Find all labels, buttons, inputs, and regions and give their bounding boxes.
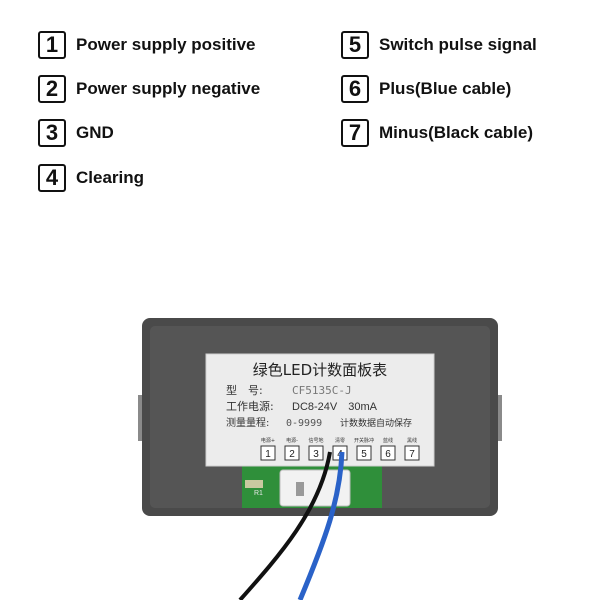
save-note: 计数数据自动保存 xyxy=(340,417,412,429)
power-key: 工作电源: xyxy=(226,399,274,413)
legend-label: Switch pulse signal xyxy=(379,35,537,54)
legend-item-7: 7 Minus(Black cable) xyxy=(341,117,533,149)
range-key: 测量量程: xyxy=(226,416,269,429)
terminal-number: 6 xyxy=(385,449,391,460)
terminal-box xyxy=(404,445,420,461)
number-badge: 1 xyxy=(38,31,66,59)
legend-label: Plus(Blue cable) xyxy=(379,79,512,98)
connector-latch xyxy=(296,482,304,496)
terminal-tag: 开关脉冲 xyxy=(354,437,374,444)
model-key: 型 号: xyxy=(226,383,263,397)
terminal-box xyxy=(356,445,372,461)
blue-cable xyxy=(297,451,345,600)
terminal-tag: 蓝线 xyxy=(383,437,393,444)
legend-item-2: 2 Power supply negative xyxy=(38,73,260,105)
terminal-box xyxy=(284,445,300,461)
legend-item-6: 6 Plus(Blue cable) xyxy=(341,73,511,105)
terminal-connector xyxy=(279,469,351,507)
model-value: CF5135C-J xyxy=(292,384,352,397)
terminal-tag: 清零 xyxy=(335,437,345,444)
terminal-box xyxy=(260,445,276,461)
legend-item-4: 4 Clearing xyxy=(38,162,144,194)
pcb-component xyxy=(245,480,263,488)
terminal-number: 7 xyxy=(409,449,415,460)
terminal-tag: 电源+ xyxy=(261,437,275,444)
terminal-box xyxy=(380,445,396,461)
number-badge: 5 xyxy=(341,31,369,59)
terminal-box xyxy=(308,445,324,461)
terminal-number: 1 xyxy=(265,449,271,460)
number-badge: 6 xyxy=(341,75,369,103)
legend: 1 Power supply positive 2 Power supply n… xyxy=(0,0,600,200)
terminal-number: 5 xyxy=(361,449,367,460)
legend-label: Power supply negative xyxy=(76,79,261,98)
legend-label: GND xyxy=(76,123,114,142)
black-cable xyxy=(238,451,332,600)
legend-item-1: 1 Power supply positive xyxy=(38,29,256,61)
legend-label: Clearing xyxy=(76,168,145,187)
terminal-tag: 信号地 xyxy=(308,437,323,444)
number-badge: 2 xyxy=(38,75,66,103)
terminal-number: 3 xyxy=(313,449,319,460)
number-badge: 7 xyxy=(341,119,369,147)
number-badge: 3 xyxy=(38,119,66,147)
terminal-tag: 黑线 xyxy=(407,437,417,444)
legend-label: Minus(Black cable) xyxy=(379,123,533,142)
legend-label: Power supply positive xyxy=(76,35,256,54)
power-value: DC8-24V 30mA xyxy=(292,401,378,413)
terminal-number: 2 xyxy=(289,449,295,460)
pcb-text: R1 xyxy=(254,490,263,497)
legend-item-3: 3 GND xyxy=(38,117,114,149)
legend-item-5: 5 Switch pulse signal xyxy=(341,29,537,61)
number-badge: 4 xyxy=(38,164,66,192)
label-title: 绿色LED计数面板表 xyxy=(253,361,387,379)
range-value: 0-9999 xyxy=(286,418,322,429)
terminal-tag: 电源- xyxy=(286,437,298,444)
